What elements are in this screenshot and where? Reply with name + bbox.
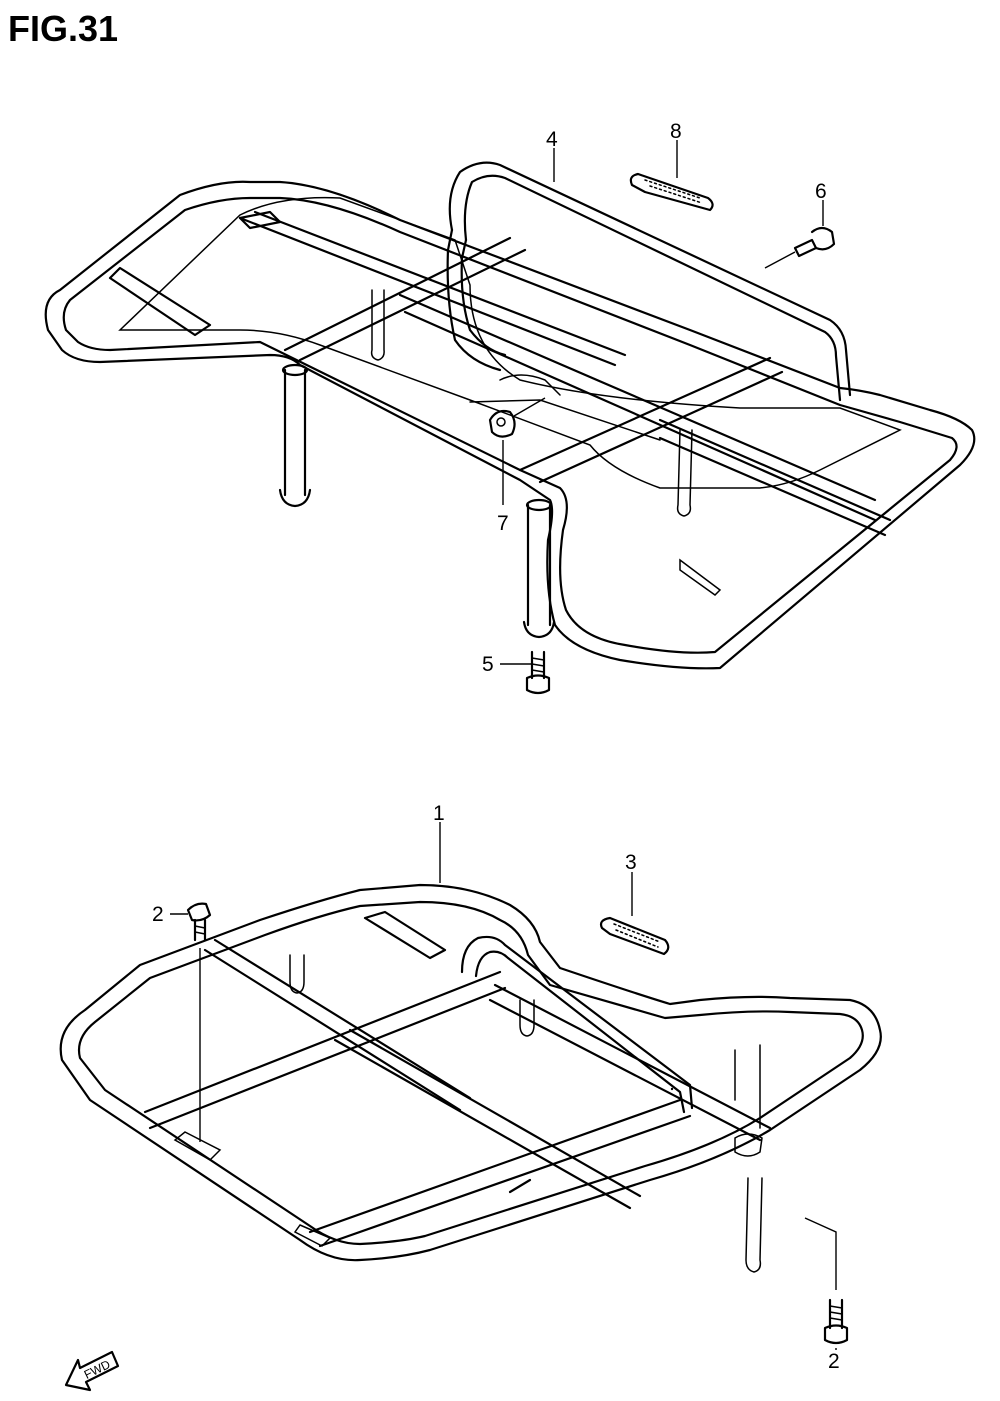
leader-6 bbox=[764, 200, 824, 269]
nut-7 bbox=[488, 409, 516, 438]
stray-dot bbox=[670, 1087, 674, 1091]
callout-7: 7 bbox=[497, 512, 509, 535]
callout-2-bottom: 2 bbox=[828, 1350, 840, 1373]
figure-title: FIG.31 bbox=[8, 8, 119, 49]
rear-carrier-rack bbox=[44, 161, 976, 670]
reflector-pad-upper bbox=[629, 172, 714, 212]
front-carrier-rack bbox=[59, 883, 882, 1273]
callout-8: 8 bbox=[670, 120, 682, 143]
callout-1: 1 bbox=[433, 802, 445, 825]
fwd-indicator: FWD bbox=[64, 1350, 120, 1392]
leader-2-bottom bbox=[804, 1217, 837, 1350]
bolt-5 bbox=[525, 650, 551, 695]
bolt-6 bbox=[793, 226, 836, 258]
arrow-icon bbox=[64, 1350, 120, 1392]
bolt-2-top bbox=[186, 902, 212, 942]
leader-2-top bbox=[170, 913, 201, 1142]
bolt-2-bottom bbox=[823, 1298, 849, 1345]
reflector-pad-lower bbox=[599, 916, 670, 956]
callout-4: 4 bbox=[546, 128, 558, 151]
callout-2-top: 2 bbox=[152, 903, 164, 926]
leader-7 bbox=[502, 397, 546, 505]
callout-3: 3 bbox=[625, 851, 637, 874]
fwd-label: FWD bbox=[82, 1357, 113, 1382]
callout-5: 5 bbox=[482, 653, 494, 676]
callout-6: 6 bbox=[815, 180, 827, 203]
